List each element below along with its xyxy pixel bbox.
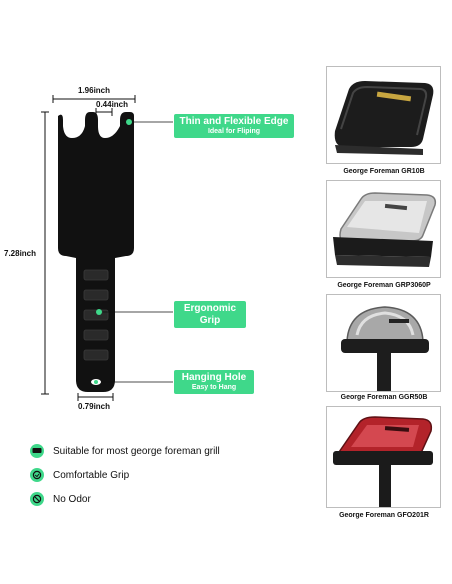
product-image-gr10b bbox=[326, 66, 441, 164]
feature-item-no-odor: No Odor bbox=[30, 492, 91, 506]
no-odor-icon bbox=[30, 492, 44, 506]
product-label: George Foreman GFO201R bbox=[339, 512, 429, 519]
feature-label: Suitable for most george foreman grill bbox=[53, 445, 220, 457]
handle-width-dimension-label: 0.79inch bbox=[78, 402, 111, 411]
feature-label: No Odor bbox=[53, 493, 91, 505]
feature-item-grip: Comfortable Grip bbox=[30, 468, 129, 482]
callout-ergonomic-grip: Ergonomic Grip bbox=[174, 301, 246, 328]
notch-dimension-label: 0.44inch bbox=[96, 100, 129, 109]
height-dimension-label: 7.28inch bbox=[4, 249, 37, 258]
spatula-diagram bbox=[41, 95, 173, 401]
callout-flexible-edge: Thin and Flexible Edge Ideal for Fliping bbox=[174, 114, 294, 138]
hand-grip-icon bbox=[30, 468, 44, 482]
product-image-gfo201r bbox=[326, 406, 441, 508]
feature-item-grill: Suitable for most george foreman grill bbox=[30, 444, 220, 458]
callout-subtitle: Easy to Hang bbox=[191, 383, 237, 391]
callout-hanging-hole: Hanging Hole Easy to Hang bbox=[174, 370, 254, 394]
callout-subtitle: Ideal for Fliping bbox=[207, 127, 261, 135]
product-image-ggr50b bbox=[326, 294, 441, 392]
product-label: George Foreman GR10B bbox=[343, 168, 425, 175]
spatula-blade bbox=[58, 112, 134, 392]
width-dimension-label: 1.96inch bbox=[78, 86, 111, 95]
product-image-grp3060p bbox=[326, 180, 441, 278]
product-label: George Foreman GRP3060P bbox=[337, 282, 431, 289]
callout-title: Ergonomic bbox=[183, 303, 237, 314]
callout-title: Hanging Hole bbox=[181, 372, 247, 383]
grill-icon bbox=[30, 444, 44, 458]
product-label: George Foreman GGR50B bbox=[340, 394, 428, 401]
callout-title: Thin and Flexible Edge bbox=[179, 116, 289, 127]
callout-subtitle: Grip bbox=[199, 314, 221, 326]
feature-label: Comfortable Grip bbox=[53, 469, 130, 481]
